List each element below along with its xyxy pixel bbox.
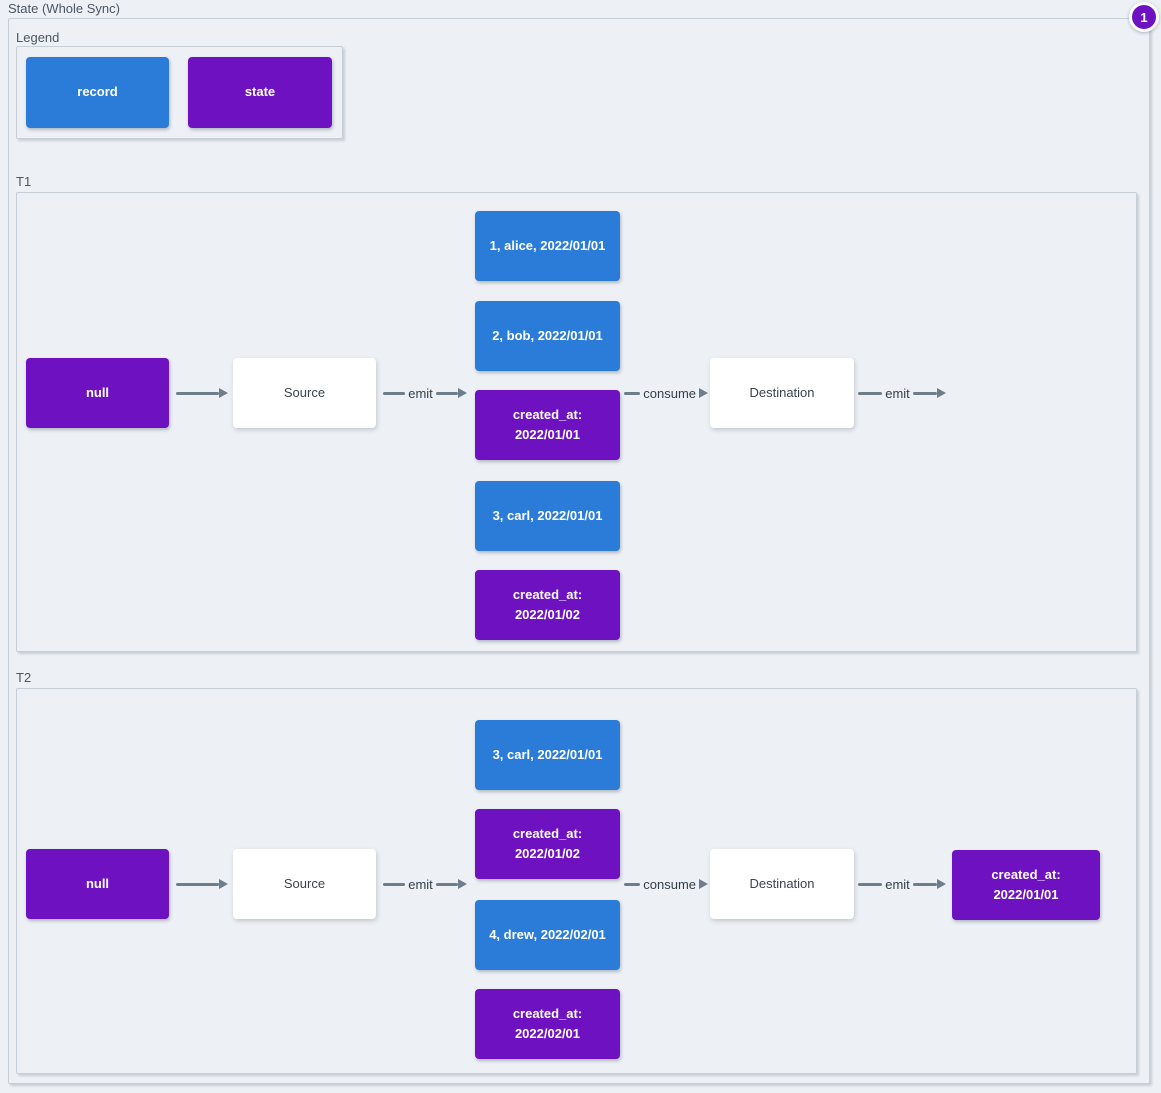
arrow-label: emit	[408, 876, 433, 892]
arrow-line	[858, 882, 883, 886]
arrow-head-icon	[937, 879, 946, 889]
t1-emit-out-arrow: emit	[858, 385, 946, 401]
section-t2-label: T2	[16, 670, 32, 685]
arrow-head-icon	[699, 879, 708, 889]
t2-emit-out-arrow: emit	[858, 876, 946, 892]
t1-source-node: Source	[233, 358, 376, 428]
section-t2-frame	[16, 688, 1137, 1074]
arrow-label: consume	[643, 876, 696, 892]
t1-consume-arrow: consume	[624, 385, 708, 401]
t1-stream-item: created_at: 2022/01/02	[475, 570, 620, 640]
section-t1-frame	[16, 192, 1137, 652]
arrow-line	[435, 391, 458, 395]
t2-stream-item: created_at: 2022/02/01	[475, 989, 620, 1059]
arrow-label: consume	[643, 385, 696, 401]
arrow-head-icon	[937, 388, 946, 398]
section-t1-label: T1	[16, 174, 32, 189]
t1-initial-state-node: null	[26, 358, 169, 428]
t1-stream-item: created_at: 2022/01/01	[475, 390, 620, 460]
diagram-title: State (Whole Sync)	[8, 1, 120, 16]
legend-item-record: record	[26, 57, 169, 128]
arrow-label: emit	[885, 876, 910, 892]
t1-stream-item: 2, bob, 2022/01/01	[475, 301, 620, 371]
legend-item-state: state	[188, 57, 332, 128]
arrow-line	[383, 391, 406, 395]
legend-label: Legend	[16, 30, 60, 45]
t2-consume-arrow: consume	[624, 876, 708, 892]
arrow-line	[912, 882, 937, 886]
arrow-head-icon	[219, 879, 228, 889]
t1-arrow-null-to-source	[176, 386, 228, 400]
arrow-head-icon	[458, 388, 467, 398]
arrow-label: emit	[408, 385, 433, 401]
outer-frame	[8, 18, 1150, 1084]
t2-stream-item: 4, drew, 2022/02/01	[475, 900, 620, 970]
t2-stream-item: created_at: 2022/01/02	[475, 809, 620, 879]
arrow-line	[858, 391, 883, 395]
legend-frame	[16, 46, 343, 139]
t2-emit-arrow: emit	[383, 876, 467, 892]
arrow-head-icon	[219, 388, 228, 398]
arrow-line	[624, 882, 641, 886]
t1-emit-arrow: emit	[383, 385, 467, 401]
arrow-label: emit	[885, 385, 910, 401]
step-number-badge: 1	[1129, 2, 1159, 32]
arrow-line	[176, 882, 219, 886]
arrow-line	[176, 391, 219, 395]
arrow-line	[624, 391, 641, 395]
t2-destination-node: Destination	[710, 849, 854, 919]
t2-arrow-null-to-source	[176, 877, 228, 891]
arrow-head-icon	[458, 879, 467, 889]
t1-stream-item: 3, carl, 2022/01/01	[475, 481, 620, 551]
t2-stream-item: 3, carl, 2022/01/01	[475, 720, 620, 790]
arrow-line	[383, 882, 406, 886]
t1-stream-item: 1, alice, 2022/01/01	[475, 211, 620, 281]
t2-source-node: Source	[233, 849, 376, 919]
t2-output-state-node: created_at: 2022/01/01	[952, 850, 1100, 920]
t1-destination-node: Destination	[710, 358, 854, 428]
t2-initial-state-node: null	[26, 849, 169, 919]
arrow-head-icon	[699, 388, 708, 398]
arrow-line	[912, 391, 937, 395]
arrow-line	[435, 882, 458, 886]
